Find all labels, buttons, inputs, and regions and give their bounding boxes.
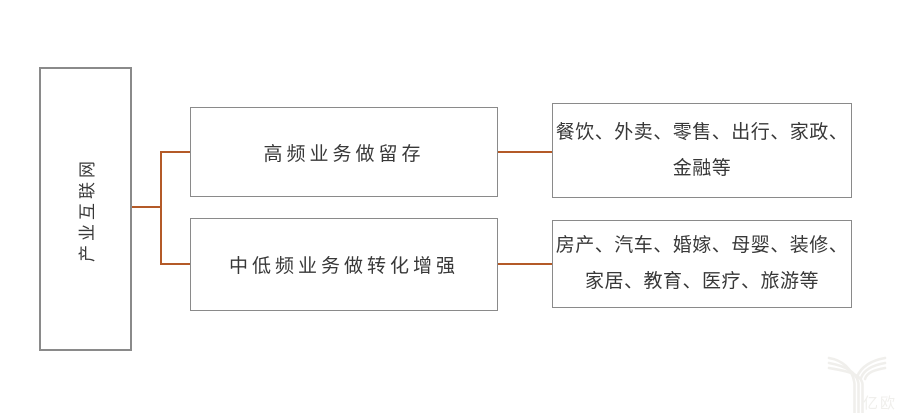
connector-detail-1 xyxy=(498,151,552,153)
branch-node-high-frequency: 高频业务做留存 xyxy=(190,107,498,197)
root-node: 产业互联网 xyxy=(39,67,132,351)
detail-node-high-frequency-industries: 餐饮、外卖、零售、出行、家政、 金融等 xyxy=(552,103,852,198)
connector-trunk xyxy=(160,151,162,265)
watermark-text: 亿欧 xyxy=(863,395,895,412)
detail-line: 家居、教育、医疗、旅游等 xyxy=(584,271,819,292)
branch-node-label: 中低频业务做转化增强 xyxy=(228,256,459,277)
connector-detail-2 xyxy=(498,263,552,265)
yiou-logo-icon: 亿欧 xyxy=(827,356,895,413)
detail-line: 房产、汽车、婚嫁、母婴、装修、 xyxy=(555,235,849,256)
detail-line: 金融等 xyxy=(672,157,732,179)
connector-branch-2 xyxy=(162,263,190,265)
watermark: 亿欧 xyxy=(827,355,895,413)
detail-line: 餐饮、外卖、零售、出行、家政、 xyxy=(555,121,849,143)
detail-node-text: 房产、汽车、婚嫁、母婴、装修、 家居、教育、医疗、旅游等 xyxy=(556,228,849,300)
detail-node-mid-low-frequency-industries: 房产、汽车、婚嫁、母婴、装修、 家居、教育、医疗、旅游等 xyxy=(552,220,852,308)
connector-branch-1 xyxy=(162,151,190,153)
branch-node-mid-low-frequency: 中低频业务做转化增强 xyxy=(190,218,498,311)
branch-node-label: 高频业务做留存 xyxy=(263,143,425,165)
connector-root-stub xyxy=(132,206,161,208)
detail-node-text: 餐饮、外卖、零售、出行、家政、 金融等 xyxy=(556,115,849,187)
root-node-label: 产业互联网 xyxy=(78,156,97,262)
